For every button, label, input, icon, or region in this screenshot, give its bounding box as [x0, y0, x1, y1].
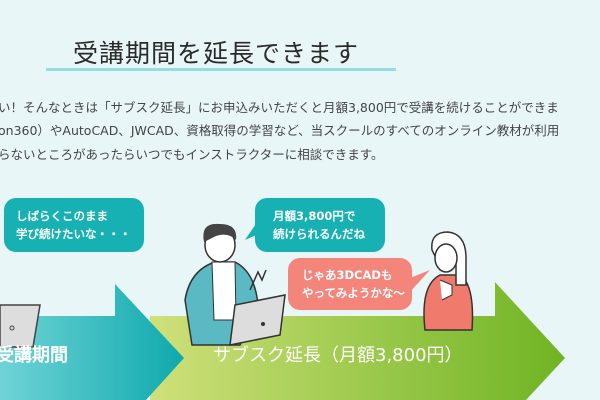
bubble-line: しばらくこのまま: [16, 209, 108, 223]
extension-label: サブスク延長（月額3,800円）: [213, 345, 463, 366]
speech-bubble-continue: しばらくこのまま 学び続けたいな・・・: [4, 198, 144, 252]
current-period-label: 受講期間: [0, 345, 68, 366]
paragraph-line-2: on360）やAutoCAD、JWCAD、資格取得の学習など、当スクールのすべて…: [0, 123, 560, 138]
woman-illustration: [423, 231, 474, 331]
bubble-line: 月額3,800円で: [273, 209, 356, 223]
paragraph-line-1: い！そんなときは「サブスク延長」にお申込みいただくと月額3,800円で受講を続け…: [0, 100, 559, 115]
paragraph-line-3: らないところがあったらいつでもインストラクターに相談できます。: [0, 147, 384, 162]
laptop-icon: [0, 304, 41, 348]
speech-bubble-woman: じゃあ3DCADも やってみようかな〜: [288, 258, 412, 310]
title-underline: [46, 68, 396, 71]
extension-arrow: [150, 282, 565, 400]
current-period-arrow: [0, 284, 184, 400]
speech-bubble-man: 月額3,800円で 続けられるんだね: [255, 198, 385, 252]
bubble-line: じゃあ3DCADも: [302, 268, 393, 282]
man-illustration: [184, 223, 286, 346]
bubble-line: 学び続けたいな・・・: [16, 227, 131, 241]
bubble-line: 続けられるんだね: [273, 227, 365, 241]
bubble-line: やってみようかな〜: [302, 286, 405, 300]
page-title: 受講期間を延長できます: [73, 39, 360, 68]
